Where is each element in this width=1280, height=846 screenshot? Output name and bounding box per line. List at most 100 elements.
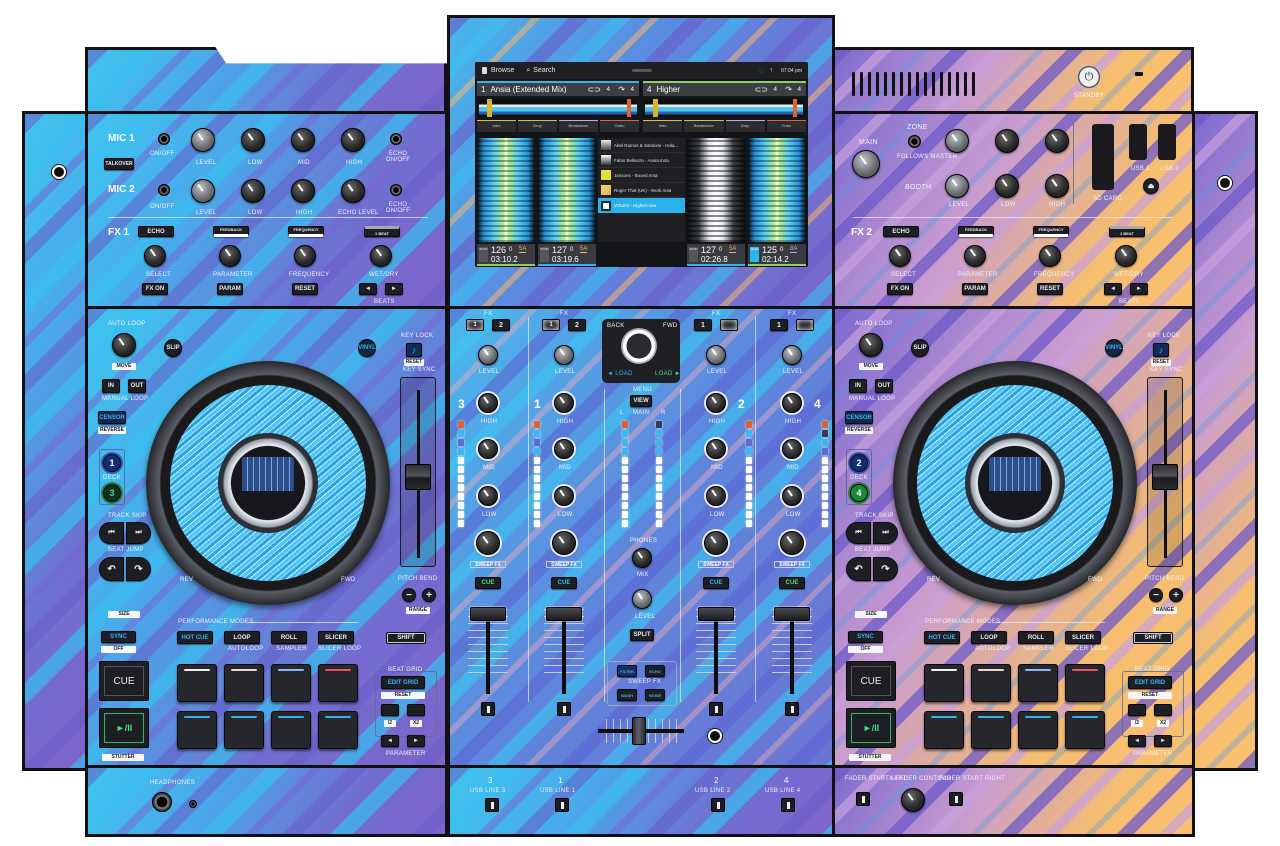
ch1-channel-fader[interactable] [546, 607, 582, 621]
pitch-fader-handle[interactable] [405, 464, 431, 490]
sync-lead-badge[interactable]: LEAD [750, 247, 759, 262]
parameter-right-button[interactable]: ► [1154, 735, 1172, 747]
ch4-level-knob[interactable] [782, 345, 802, 365]
ch3-channel-fader[interactable] [470, 607, 506, 621]
booth-low-knob[interactable] [995, 174, 1019, 198]
browse-button[interactable]: Browse [491, 67, 515, 74]
grid-double-button[interactable] [407, 704, 425, 716]
waveform-column-1[interactable] [477, 138, 535, 242]
ch3-sweep-fx-knob[interactable] [476, 531, 500, 555]
loop-out-button[interactable]: OUT [128, 379, 146, 393]
zone-follows-button[interactable] [908, 135, 921, 148]
library-item[interactable]: Roger That (UK) - Work.m4a [598, 183, 685, 198]
load-left-button[interactable]: ◄ LOAD [607, 371, 633, 377]
edit-grid-button[interactable]: EDIT GRID [381, 676, 425, 689]
deck-right-header[interactable]: 4 Higher ⊂⊃ 4 ↷ 4 [643, 81, 806, 96]
cue-label[interactable]: Drop [725, 120, 765, 132]
main-level-knob[interactable] [852, 150, 880, 178]
headphones-jack[interactable] [152, 792, 172, 812]
sweep-noise-button[interactable]: NOISE [645, 689, 665, 701]
loop-mode-button[interactable]: LOOP [224, 631, 260, 644]
play-pause-button[interactable]: ►/II [99, 708, 149, 748]
fx2-beats-left-button[interactable]: ◄ [1104, 283, 1122, 295]
auto-loop-knob[interactable] [859, 333, 883, 357]
ch4-fx1-button[interactable]: 1 [770, 319, 788, 331]
mic1-high-knob[interactable] [341, 128, 365, 152]
library-item[interactable]: Fabio Bellanza - Ansia.m4a [598, 153, 685, 168]
deck-left-overview-waveform[interactable] [479, 99, 637, 117]
ch1-sweep-fx-knob[interactable] [552, 531, 576, 555]
performance-pad-5[interactable] [924, 711, 964, 749]
ch1-level-knob[interactable] [554, 345, 574, 365]
deck-1-button[interactable]: 1 [103, 454, 121, 472]
ch3-low-knob[interactable] [478, 486, 498, 506]
fwd-button[interactable]: FWD [663, 323, 678, 329]
crossfader[interactable] [632, 717, 646, 745]
deck-left-header[interactable]: 1 Ansia (Extended Mix) ⊂⊃ 4 ↷ 4 [477, 81, 639, 96]
search-button[interactable]: Search [533, 67, 556, 74]
performance-pad-1[interactable] [177, 664, 217, 702]
zone-high-knob[interactable] [1045, 129, 1069, 153]
performance-pad-2[interactable] [224, 664, 264, 702]
fx2-on-button[interactable]: FX ON [887, 283, 913, 295]
mic2-level-knob[interactable] [191, 179, 215, 203]
ch1-fx1-button[interactable]: 1 [542, 319, 560, 331]
mic2-on-off-jack[interactable] [158, 184, 170, 196]
mic-echo-level-knob[interactable] [341, 179, 365, 203]
deck-2-button[interactable]: 2 [850, 454, 868, 472]
ch4-low-knob[interactable] [782, 486, 802, 506]
ch4-crossfader-assign[interactable] [785, 702, 799, 716]
ch1-fx2-button[interactable]: 2 [568, 319, 586, 331]
back-button[interactable]: BACK [607, 323, 625, 329]
hot-cue-mode-button[interactable]: HOT CUE [177, 631, 213, 644]
ch2-sweep-fx-knob[interactable] [704, 531, 728, 555]
waveform-column-2[interactable] [538, 138, 596, 242]
jog-wheel[interactable] [146, 361, 390, 605]
cue-button[interactable]: CUE [846, 661, 896, 701]
drag-handle[interactable] [632, 69, 652, 72]
mic2-echo-jack[interactable] [390, 184, 402, 196]
beat-jump-forward-button[interactable]: ↷ [126, 557, 151, 581]
performance-pad-2[interactable] [971, 664, 1011, 702]
hot-cue-mode-button[interactable]: HOT CUE [924, 631, 960, 644]
fx1-param-button[interactable]: PARAM [217, 283, 243, 295]
input-ch1-switch[interactable] [555, 798, 569, 812]
ch2-channel-fader[interactable] [698, 607, 734, 621]
roll-mode-button[interactable]: ROLL [271, 631, 307, 644]
fx1-wetdry-knob[interactable] [370, 245, 392, 267]
grid-half-button[interactable] [381, 704, 399, 716]
loop-out-button[interactable]: OUT [875, 379, 893, 393]
jog-wheel[interactable] [893, 361, 1137, 605]
performance-pad-7[interactable] [1018, 711, 1058, 749]
eject-button[interactable]: ⏏ [1143, 178, 1159, 194]
ch2-crossfader-assign[interactable] [709, 702, 723, 716]
fx2-select-knob[interactable] [889, 245, 911, 267]
slip-button[interactable]: SLIP [164, 339, 182, 357]
fx1-on-button[interactable]: FX ON [142, 283, 168, 295]
sync-button[interactable]: SYNC [848, 631, 883, 643]
beat-jump-back-button[interactable]: ↶ [99, 557, 124, 581]
performance-pad-1[interactable] [924, 664, 964, 702]
fx1-parameter-knob[interactable] [219, 245, 241, 267]
input-ch4-switch[interactable] [781, 798, 795, 812]
mic1-low-knob[interactable] [241, 128, 265, 152]
touch-screen[interactable]: Browse ⌕ Search ◌ ↑ 07:04 pm 1 Ansia (Ex… [475, 62, 808, 267]
input-ch3-switch[interactable] [485, 798, 499, 812]
headphones-mini-jack[interactable] [189, 800, 197, 808]
ch4-fx2-button[interactable] [796, 319, 814, 331]
loop-in-button[interactable]: IN [849, 379, 867, 393]
phones-level-knob[interactable] [632, 589, 652, 609]
sd-card-slot[interactable] [1092, 124, 1114, 190]
sync-lead-badge[interactable]: SYNC [689, 247, 698, 262]
key-lock-button[interactable]: ♪ [1153, 343, 1169, 357]
shift-button[interactable]: SHIFT [386, 632, 426, 644]
pitch-bend-plus-button[interactable]: + [1169, 588, 1183, 602]
auto-loop-knob[interactable] [112, 333, 136, 357]
mic2-low-knob[interactable] [241, 179, 265, 203]
fx2-frequency-knob[interactable] [1039, 245, 1061, 267]
sync-lead-badge[interactable]: SYNC [540, 247, 549, 262]
performance-pad-8[interactable] [1065, 711, 1105, 749]
fx1-beats-left-button[interactable]: ◄ [359, 283, 377, 295]
mic1-echo-jack[interactable] [390, 133, 402, 145]
pitch-fader[interactable] [1147, 377, 1183, 567]
